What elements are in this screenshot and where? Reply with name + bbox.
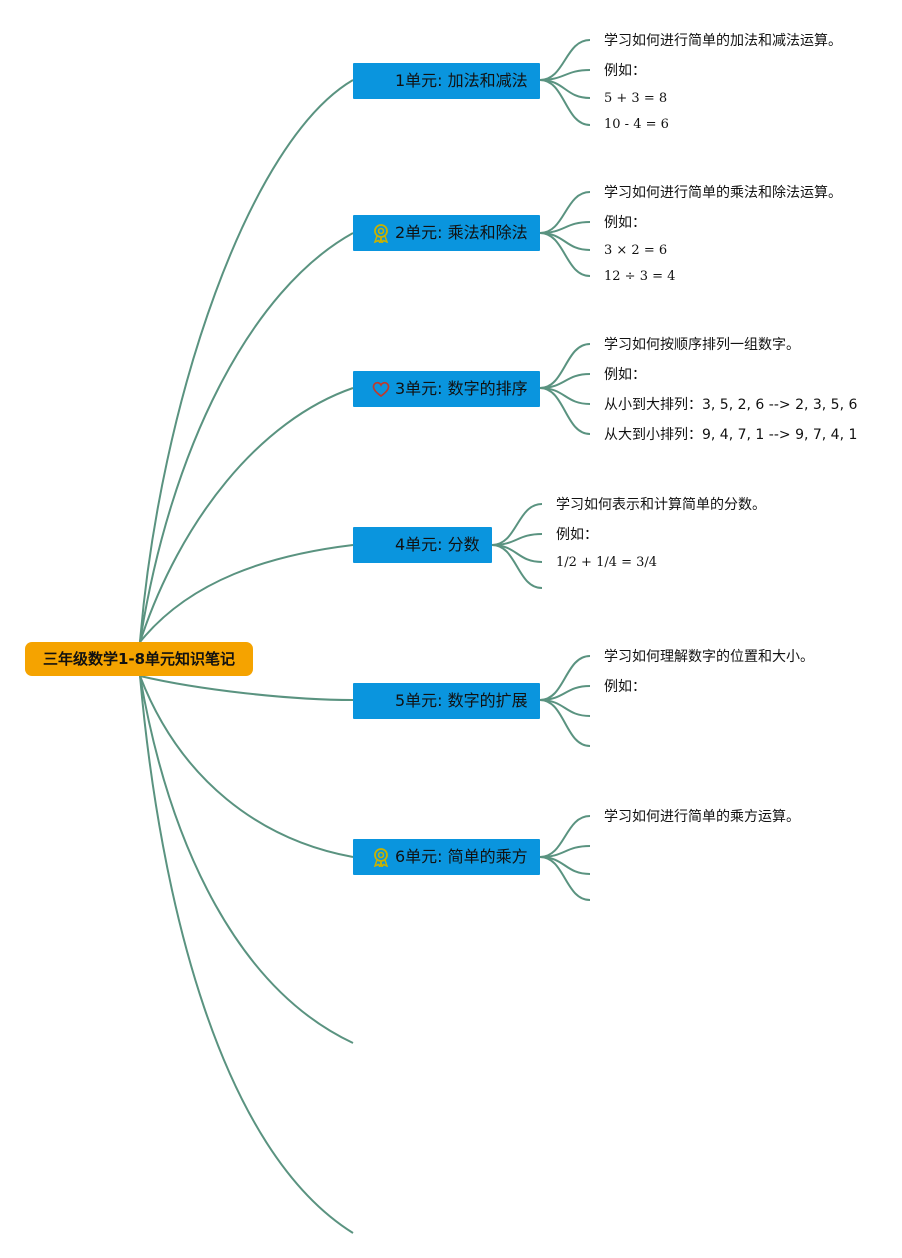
unit-2-note-4: 12 ÷ 3 = 4 bbox=[604, 269, 676, 284]
unit-1-label: 1单元: 加法和减法 bbox=[395, 71, 528, 90]
link-root-unit-7 bbox=[139, 675, 354, 1044]
unit-1-note-4: 10 - 4 = 6 bbox=[604, 117, 669, 132]
unit-4-note-2: 例如： bbox=[556, 527, 598, 543]
unit-2-note-3: 3 × 2 = 6 bbox=[604, 243, 668, 258]
unit-5-note-2: 例如： bbox=[604, 679, 646, 695]
unit-1-note-3: 5 + 3 = 8 bbox=[604, 91, 668, 106]
root-title: 三年级数学1-8单元知识笔记 bbox=[42, 650, 236, 668]
unit-3-note-3: 从小到大排列：3, 5, 2, 6 --> 2, 3, 5, 6 bbox=[604, 397, 858, 413]
unit-2-note-2: 例如： bbox=[604, 215, 646, 231]
unit-4-label: 4单元: 分数 bbox=[395, 535, 480, 554]
unit-3-label: 3单元: 数字的排序 bbox=[395, 379, 528, 398]
link-root-unit-1 bbox=[139, 79, 354, 643]
award-ribbon-icon bbox=[373, 224, 389, 243]
unit-3-topic[interactable]: 3单元: 数字的排序 bbox=[353, 371, 540, 407]
unit-2-note-1: 学习如何进行简单的乘法和除法运算。 bbox=[604, 185, 842, 201]
unit-6-note-1: 学习如何进行简单的乘方运算。 bbox=[604, 809, 800, 825]
unit-5-note-1: 学习如何理解数字的位置和大小。 bbox=[604, 649, 814, 665]
heart-icon bbox=[372, 381, 390, 398]
root-topic[interactable]: 三年级数学1-8单元知识笔记 bbox=[25, 642, 253, 676]
unit-6-label: 6单元: 简单的乘方 bbox=[395, 847, 528, 866]
unit-2-label: 2单元: 乘法和除法 bbox=[395, 223, 528, 242]
link-root-unit-8 bbox=[139, 675, 354, 1234]
unit-4-note-1: 学习如何表示和计算简单的分数。 bbox=[556, 497, 766, 513]
unit-2-topic[interactable]: 2单元: 乘法和除法 bbox=[353, 215, 540, 251]
unit-3-note-2: 例如： bbox=[604, 367, 646, 383]
link-root-unit-2 bbox=[139, 232, 354, 643]
unit-5-topic[interactable]: 5单元: 数字的扩展 bbox=[353, 683, 540, 719]
link-root-unit-6 bbox=[139, 675, 354, 858]
unit-3-note-4: 从大到小排列：9, 4, 7, 1 --> 9, 7, 4, 1 bbox=[604, 427, 858, 443]
award-ribbon-icon bbox=[373, 848, 389, 867]
unit-6-topic[interactable]: 6单元: 简单的乘方 bbox=[353, 839, 540, 875]
unit-4-note-3: 1/2 + 1/4 = 3/4 bbox=[556, 555, 658, 570]
unit-1-note-2: 例如： bbox=[604, 63, 646, 79]
unit-3-note-1: 学习如何按顺序排列一组数字。 bbox=[604, 337, 800, 353]
unit-1-topic[interactable]: 1单元: 加法和减法 bbox=[353, 63, 540, 99]
unit-5-label: 5单元: 数字的扩展 bbox=[395, 691, 528, 710]
unit-4-topic[interactable]: 4单元: 分数 bbox=[353, 527, 492, 563]
link-root-unit-3 bbox=[139, 387, 354, 643]
link-root-unit-5 bbox=[139, 675, 354, 701]
unit-1-note-1: 学习如何进行简单的加法和减法运算。 bbox=[604, 33, 842, 49]
link-root-unit-4 bbox=[139, 544, 354, 643]
